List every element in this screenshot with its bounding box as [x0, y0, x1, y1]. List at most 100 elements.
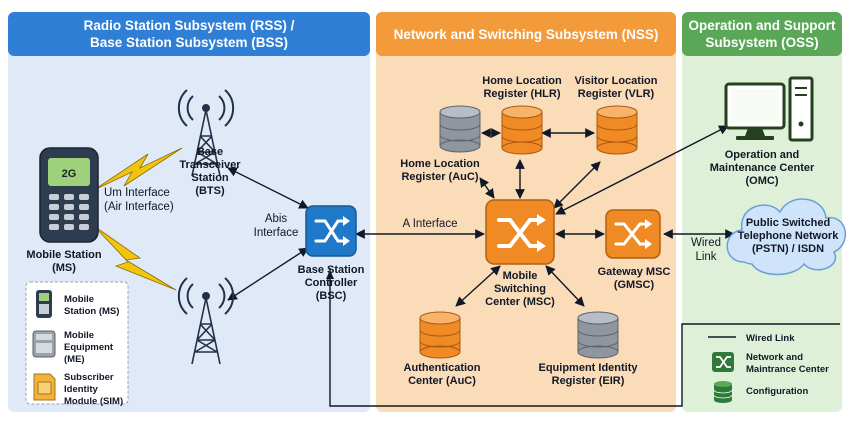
wired-link-arrowhead [326, 270, 334, 279]
vlr-label-line1: Visitor Location [575, 75, 658, 87]
database-icon [596, 105, 638, 155]
database-icon [501, 105, 543, 155]
um-interface-label-line2: (Air Interface) [104, 201, 174, 213]
abis-label-line2: Interface [254, 227, 299, 239]
bts-label: Base Transceiver Station (BTS) [179, 146, 241, 197]
um-interface-label-line1: Um Interface [104, 187, 170, 199]
switch-icon [485, 199, 555, 265]
hlr-node: Home Location Register (HLR) [482, 75, 562, 155]
omc-label-line3: (OMC) [746, 175, 779, 187]
vlr-label-line2: Register (VLR) [578, 88, 655, 100]
eir-label-line2: Register (EIR) [552, 375, 625, 387]
eir-node: Equipment Identity Register (EIR) [539, 311, 639, 387]
phone-screen-text: 2G [62, 168, 77, 180]
bts-label-line4: (BTS) [195, 185, 225, 197]
msc-omc-link [555, 125, 729, 215]
hlr-label-line2: Register (HLR) [483, 88, 560, 100]
ms-legend-ms-line1: Mobile [64, 294, 94, 305]
legend-network-center-line2: Maintrance Center [746, 364, 829, 375]
phone-icon [36, 290, 52, 318]
oss-header [682, 12, 842, 56]
a-interface-label: A Interface [403, 218, 458, 230]
msc-label-line2: Switching [494, 283, 546, 295]
authleft-msc-link [479, 177, 495, 199]
auc-top-label-line1: Home Location [400, 158, 480, 170]
mobile-station: 2G Mobile Station (MS) [26, 147, 102, 274]
switch-icon [605, 209, 661, 259]
bts-bsc-link-top [227, 167, 309, 209]
um-bolt-top [93, 147, 183, 191]
legend-item-network-center: Network and Maintrance Center [712, 352, 829, 375]
phone-icon: 2G [39, 147, 99, 243]
wired-link-label-line2: Link [695, 251, 716, 263]
ms-label-line1: Mobile Station [26, 249, 101, 261]
auc-top-node: Home Location Register (AuC) [400, 105, 481, 183]
ms-legend-me-line2: Equipment [64, 342, 114, 353]
pstn-label-line3: (PSTN) / ISDN [752, 243, 824, 255]
auc-label-line2: Center (AuC) [408, 375, 476, 387]
database-icon [713, 381, 733, 403]
msc-node: Mobile Switching Center (MSC) [485, 199, 555, 308]
tower-icon [177, 277, 235, 365]
pstn-label-line2: Telephone Network [738, 230, 840, 242]
pstn-node: Public Switched Telephone Network (PSTN)… [726, 198, 847, 276]
database-icon [419, 311, 461, 359]
abis-label-line1: Abis [265, 213, 288, 225]
ms-legend-item-me: Mobile Equipment (ME) [32, 330, 114, 365]
ms-label-line2: (MS) [52, 262, 76, 274]
legend-item-configuration: Configuration [713, 381, 808, 403]
gmsc-label-line1: Gateway MSC [598, 266, 671, 278]
eir-label-line1: Equipment Identity [539, 362, 639, 374]
omc-label-line2: Maintenance Center [710, 162, 815, 174]
legend: Wired Link Network and Maintrance Center… [708, 333, 829, 403]
bsc-label-line3: (BSC) [316, 290, 347, 302]
rss-header [8, 12, 370, 56]
ms-legend-sim-line1: Subscriber [64, 372, 114, 383]
ms-legend-item-ms: Mobile Station (MS) [36, 290, 119, 318]
bts-label-line1: Base [197, 146, 223, 158]
um-bolt-bottom [93, 225, 177, 291]
tower-icon [177, 89, 235, 177]
bts-label-line2: Transceiver [179, 159, 241, 171]
database-icon [577, 311, 619, 359]
ms-legend-item-sim: Subscriber Identity Module (SIM) [33, 372, 123, 407]
legend-wired-link-label: Wired Link [746, 333, 795, 344]
gmsc-node: Gateway MSC (GMSC) [598, 209, 671, 291]
oss-title-line2: Subsystem (OSS) [705, 35, 818, 50]
switch-icon [305, 205, 357, 257]
ms-legend-box: Mobile Station (MS) Mobile Equipment (ME… [25, 281, 129, 407]
bts-tower-top [177, 89, 235, 177]
msc-label-line1: Mobile [503, 270, 538, 282]
cloud-icon [726, 198, 847, 276]
connectors [227, 125, 840, 407]
equipment-icon [32, 330, 56, 358]
legend-network-center-line1: Network and [746, 352, 803, 363]
bts-tower-bottom [177, 277, 235, 365]
bsc-node: Base Station Controller (BSC) [298, 205, 365, 302]
pstn-label-line1: Public Switched [746, 217, 830, 229]
radio-bolts [93, 147, 183, 291]
hlr-label-line1: Home Location [482, 75, 562, 87]
ms-legend-me-line1: Mobile [64, 330, 94, 341]
vlr-node: Visitor Location Register (VLR) [575, 75, 658, 155]
msc-auc-link [455, 265, 501, 307]
omc-node: Operation and Maintenance Center (OMC) [710, 76, 815, 187]
legend-item-wired-link: Wired Link [708, 333, 795, 344]
nss-header [376, 12, 676, 56]
auc-top-label-line2: Register (AuC) [401, 171, 478, 183]
ms-legend-sim-line3: Module (SIM) [64, 396, 123, 407]
ms-legend-me-line3: (ME) [64, 354, 85, 365]
sim-icon [33, 373, 56, 401]
auc-label-line1: Authentication [404, 362, 481, 374]
wired-link-path [329, 268, 840, 407]
ms-legend-ms-line2: Station (MS) [64, 306, 119, 317]
omc-label-line1: Operation and [725, 149, 800, 161]
msc-label-line3: Center (MSC) [485, 296, 555, 308]
bsc-label-line1: Base Station [298, 264, 365, 276]
bsc-label-line2: Controller [305, 277, 358, 289]
auc-node: Authentication Center (AuC) [404, 311, 481, 387]
gmsc-label-line2: (GMSC) [614, 279, 655, 291]
database-icon [439, 105, 481, 153]
bts-bsc-link-bottom [227, 247, 309, 301]
